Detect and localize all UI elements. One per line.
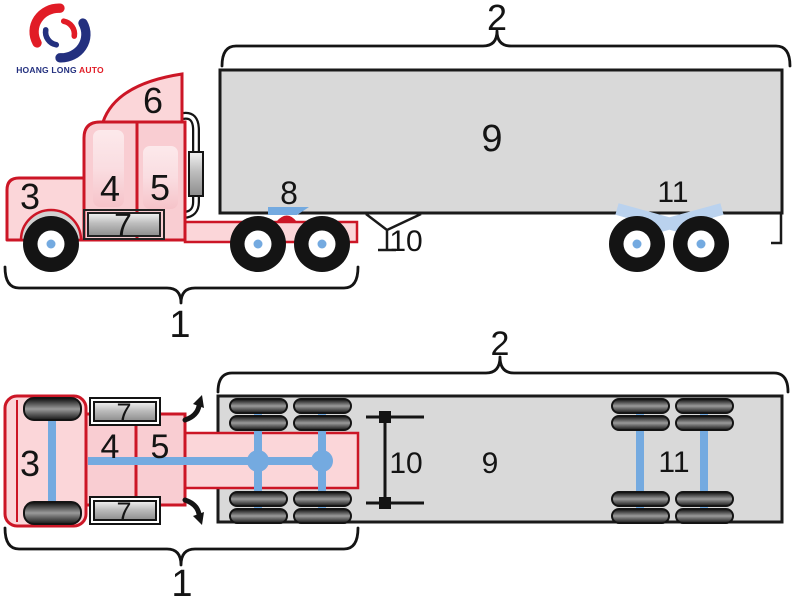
side-brace-trailer-length xyxy=(220,29,792,68)
side-fuel-tank xyxy=(87,212,161,237)
side-fuel-tank-frame xyxy=(83,209,165,240)
side-label-cab: 4 xyxy=(100,168,120,209)
side-landing-gear xyxy=(365,212,422,252)
side-wheel-drive-1 xyxy=(230,216,286,272)
side-roof-deflector xyxy=(100,72,184,124)
side-label-hood: 3 xyxy=(20,176,40,217)
side-label-fifth-wheel: 8 xyxy=(280,175,298,211)
side-brace-tractor-length xyxy=(3,265,360,305)
side-label-cargo-box: 9 xyxy=(481,118,502,160)
side-wheel-drive-2 xyxy=(294,216,350,272)
top-label-tractor-length: 1 xyxy=(171,563,192,600)
top-label-cargo-box: 9 xyxy=(482,447,499,480)
side-label-landing-gear: 10 xyxy=(389,225,422,258)
logo-brand-red: AUTO xyxy=(79,65,104,75)
logo: HOANG LONG AUTO xyxy=(10,2,110,75)
side-door-window xyxy=(143,146,178,209)
top-wheels-trailer xyxy=(611,398,734,524)
top-brace-trailer-length xyxy=(216,355,790,394)
side-windshield xyxy=(93,130,124,207)
top-label-hood: 3 xyxy=(20,443,40,484)
side-trailer-rear-bumper xyxy=(771,213,783,245)
logo-emblem-icon xyxy=(29,3,91,63)
logo-text: HOANG LONG AUTO xyxy=(16,65,104,75)
side-label-trailer-length: 2 xyxy=(487,0,507,38)
top-wheel-steer-right xyxy=(23,501,82,525)
side-fifth-wheel xyxy=(268,207,309,215)
top-brace-tractor-length xyxy=(3,526,360,567)
side-wheel-trailer-2 xyxy=(673,216,729,272)
side-label-tandem-axles: 11 xyxy=(657,176,688,209)
side-trailer-box xyxy=(218,68,784,215)
top-fuel-tank-right xyxy=(89,496,161,525)
top-wheel-steer-left xyxy=(23,397,82,421)
top-label-sleeper: 5 xyxy=(151,428,170,466)
top-label-tandem-axles: 11 xyxy=(658,446,689,479)
top-label-cab: 4 xyxy=(101,428,120,466)
top-differential-1 xyxy=(247,450,269,472)
top-exhaust-stack-left xyxy=(182,395,204,423)
side-label-fuel-tank: 7 xyxy=(114,207,132,243)
side-wheel-trailer-1 xyxy=(609,216,665,272)
top-label-trailer-length: 2 xyxy=(491,325,510,363)
side-view: 2 10 xyxy=(3,0,792,346)
side-label-sleeper: 5 xyxy=(150,167,170,208)
top-wheels-drive xyxy=(229,398,352,524)
side-label-tractor-length: 1 xyxy=(169,304,190,346)
top-view: 2 xyxy=(3,325,790,600)
top-label-fuel-tank-right: 7 xyxy=(116,497,131,527)
top-landing-gear-marker xyxy=(366,411,424,509)
logo-brand-blue: HOANG LONG xyxy=(16,65,77,75)
side-fifth-wheel-ramp xyxy=(276,215,297,222)
side-label-roof-deflector: 6 xyxy=(143,80,163,121)
top-label-fuel-tank-left: 7 xyxy=(116,398,131,428)
side-wheel-front xyxy=(23,216,79,272)
top-differential-2 xyxy=(311,450,333,472)
top-label-landing-gear: 10 xyxy=(389,447,422,480)
top-exhaust-stack-right xyxy=(182,497,204,525)
side-muffler xyxy=(188,151,204,197)
top-fuel-tank-left xyxy=(89,397,161,426)
